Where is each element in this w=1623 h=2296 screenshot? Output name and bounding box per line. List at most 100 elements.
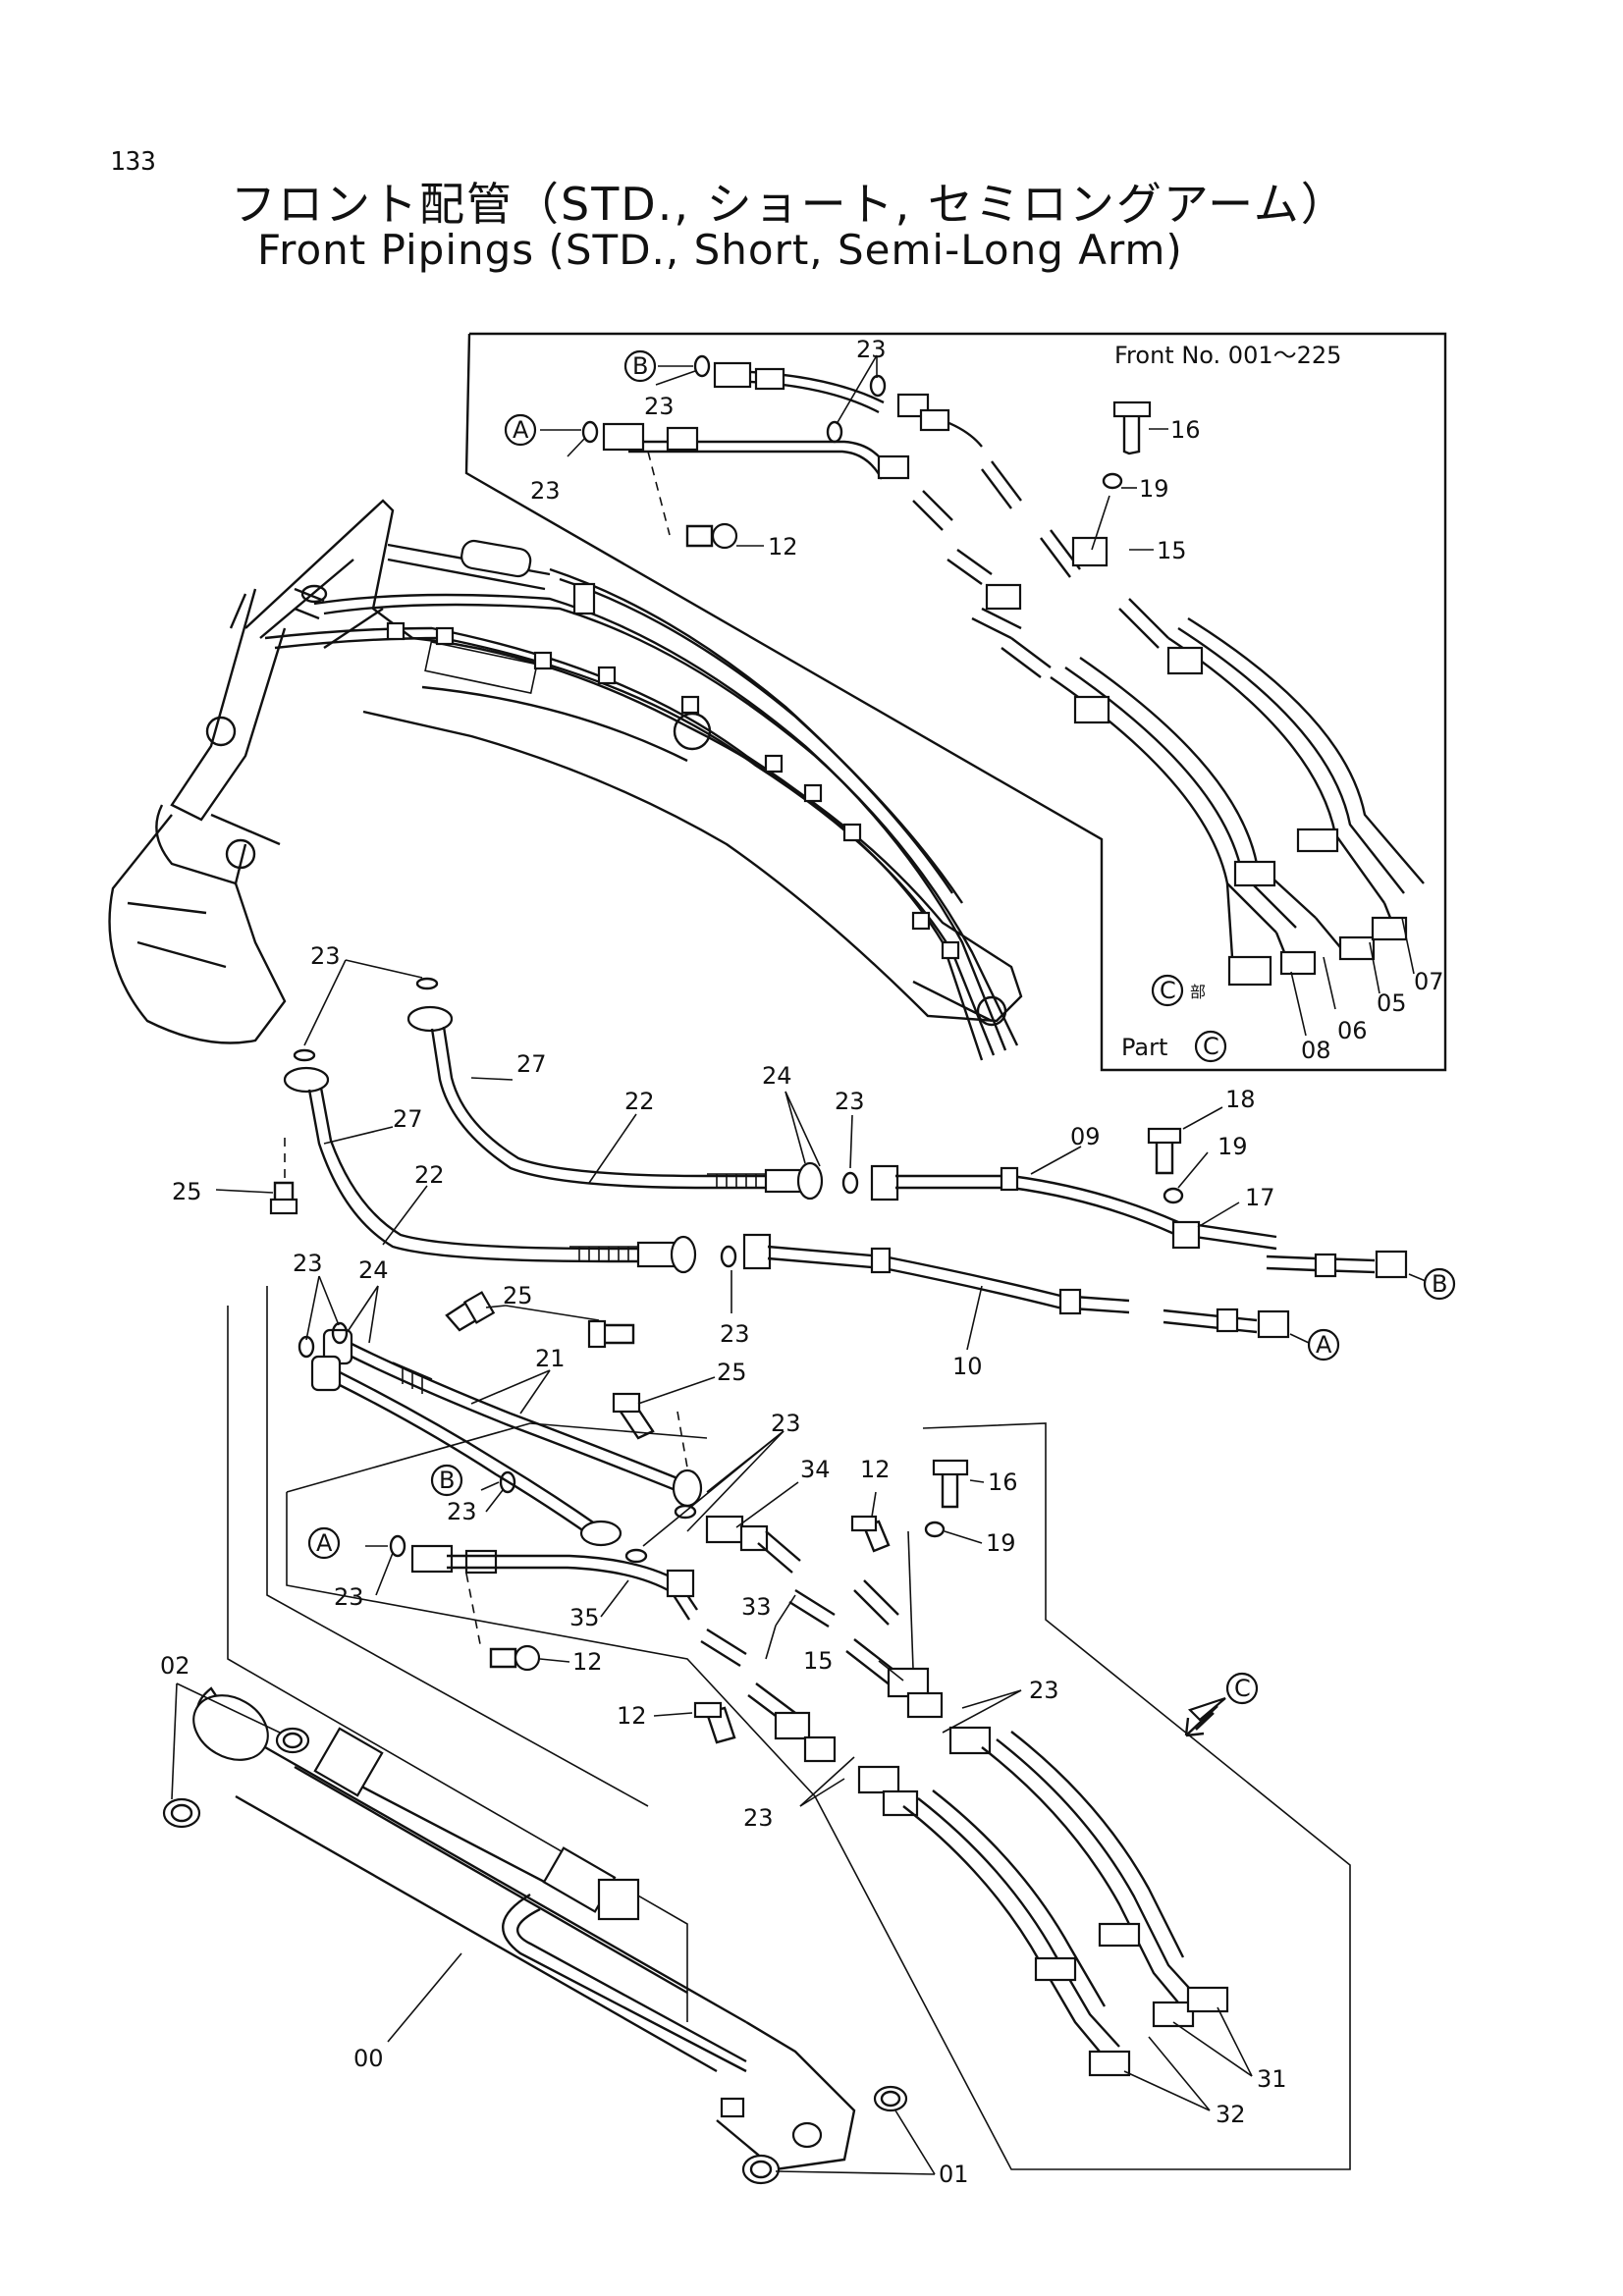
washer-19-lower xyxy=(924,1521,946,1538)
callout-23-lower-a: 23 xyxy=(334,1583,364,1611)
marker-a-mid xyxy=(1307,1328,1340,1362)
callout-19-mid: 19 xyxy=(1217,1133,1248,1160)
callout-32: 32 xyxy=(1216,2101,1246,2128)
callout-07: 07 xyxy=(1414,968,1444,995)
pipes-09-10 xyxy=(742,1164,1408,1339)
callout-21: 21 xyxy=(535,1345,566,1372)
bolts-25-lower xyxy=(445,1291,655,1440)
marker-c-part xyxy=(1194,1030,1227,1063)
marker-b-inset xyxy=(623,349,657,383)
washer-19-mid xyxy=(1163,1187,1184,1204)
ring-02-b xyxy=(275,1727,310,1754)
lower-leaders xyxy=(171,1275,1253,2175)
inset-washer-19 xyxy=(1102,472,1123,490)
inset-bolt-16 xyxy=(1112,400,1152,455)
bolt-18 xyxy=(1147,1127,1182,1175)
callout-27-upper: 27 xyxy=(516,1050,547,1078)
callout-02: 02 xyxy=(160,1652,190,1680)
marker-a-lower xyxy=(307,1526,341,1560)
lower-frames xyxy=(227,1286,1351,2170)
ring-01-a-inner xyxy=(749,2160,773,2179)
inset-bolt-12 xyxy=(685,522,738,550)
lower-callouts: 23 24 25 25 21 23 34 12 16 19 23 23 35 3… xyxy=(160,1250,1287,2188)
bolts-lower xyxy=(489,1459,969,1744)
hoses-middle xyxy=(283,977,859,1274)
oring-b-lower xyxy=(499,1470,516,1494)
bolt-25-left xyxy=(269,1181,298,1215)
callout-12-lower-left: 12 xyxy=(572,1648,603,1676)
ring-01-a xyxy=(741,2154,781,2185)
callout-00: 00 xyxy=(353,2045,384,2072)
view-arrow-c xyxy=(1184,1705,1218,1737)
callout-12-lower-right: 12 xyxy=(860,1456,891,1483)
middle-leaders xyxy=(215,959,1427,1351)
oring-a-lower xyxy=(389,1534,406,1558)
callout-31: 31 xyxy=(1257,2065,1287,2093)
callout-16-lower: 16 xyxy=(988,1468,1018,1496)
marker-a-mid-label: A xyxy=(1316,1331,1332,1359)
callout-24-upper: 24 xyxy=(762,1062,792,1090)
callout-05: 05 xyxy=(1377,989,1407,1017)
callout-10: 10 xyxy=(952,1353,983,1380)
inset-oring-b xyxy=(693,354,711,378)
callout-19-lower: 19 xyxy=(986,1529,1016,1557)
ring-01-b-inner xyxy=(880,2090,901,2108)
view-arrow-c-head xyxy=(1187,1696,1226,1722)
callout-24-lower: 24 xyxy=(358,1256,389,1284)
page-number: 133 xyxy=(110,147,156,177)
ring-02-b-inner xyxy=(282,1732,303,1749)
callout-12-lower-mid: 12 xyxy=(617,1702,647,1730)
boom-pipes xyxy=(264,567,1019,1061)
callout-17: 17 xyxy=(1245,1184,1275,1211)
callout-08: 08 xyxy=(1301,1037,1331,1064)
inset-oring-top1 xyxy=(869,374,887,398)
marker-b-inset-label: B xyxy=(632,352,648,380)
ring-02-a xyxy=(162,1797,201,1829)
title-japanese: フロント配管（STD., ショート, セミロングアーム） xyxy=(231,178,1348,231)
callout-23-inset-b: 23 xyxy=(644,393,675,420)
marker-b-mid-label: B xyxy=(1432,1270,1447,1298)
callout-22-lower: 22 xyxy=(414,1161,445,1189)
callout-25-left: 25 xyxy=(172,1178,202,1205)
inset-pipes xyxy=(628,369,1425,958)
callout-23-lower-center: 23 xyxy=(771,1410,801,1437)
callout-34: 34 xyxy=(800,1456,831,1483)
lower-pipes xyxy=(410,1515,1229,2077)
marker-c-part-label: C xyxy=(1203,1033,1219,1060)
part-c-label: Part xyxy=(1121,1034,1167,1061)
callout-23-hose-upper: 23 xyxy=(310,942,341,970)
marker-c-inset-label: C xyxy=(1160,977,1176,1004)
callout-23-lower-b: 23 xyxy=(447,1498,477,1525)
callout-09: 09 xyxy=(1070,1123,1101,1150)
callout-23-inset-top: 23 xyxy=(856,336,887,363)
marker-c-view xyxy=(1225,1672,1259,1705)
marker-a-inset xyxy=(504,413,537,447)
callout-06: 06 xyxy=(1337,1017,1368,1044)
callout-01: 01 xyxy=(939,2161,969,2188)
callout-19-inset: 19 xyxy=(1139,475,1169,503)
callout-27-lower: 27 xyxy=(393,1105,423,1133)
marker-b-lower xyxy=(430,1464,463,1497)
callout-15-lower: 15 xyxy=(803,1647,834,1675)
marker-b-mid xyxy=(1423,1267,1456,1301)
callout-16-inset: 16 xyxy=(1170,416,1201,444)
marker-a-inset-label: A xyxy=(513,416,529,444)
callout-15-inset: 15 xyxy=(1157,537,1187,564)
callout-25-lower-b: 25 xyxy=(717,1359,747,1386)
inset-header: Front No. 001～225 xyxy=(1114,342,1341,369)
inset-frame xyxy=(464,332,1447,1072)
inset-callouts: B A 23 23 23 16 19 15 12 07 05 06 08 xyxy=(504,336,1444,1064)
inset-clamps xyxy=(602,361,1408,987)
inset-oring-top2 xyxy=(826,420,843,444)
marker-b-lower-label: B xyxy=(439,1467,455,1494)
title-english: Front Pipings (STD., Short, Semi-Long Ar… xyxy=(257,226,1183,274)
marker-c-inset xyxy=(1151,974,1184,1007)
callout-25-lower-a: 25 xyxy=(503,1282,533,1309)
inset-leaders xyxy=(540,354,1415,1037)
marker-a-lower-label: A xyxy=(316,1529,333,1557)
callout-23-inset-a: 23 xyxy=(530,477,561,505)
callout-22-upper: 22 xyxy=(624,1088,655,1115)
part-c-note: 部 xyxy=(1190,983,1206,1001)
callout-35: 35 xyxy=(569,1604,600,1631)
